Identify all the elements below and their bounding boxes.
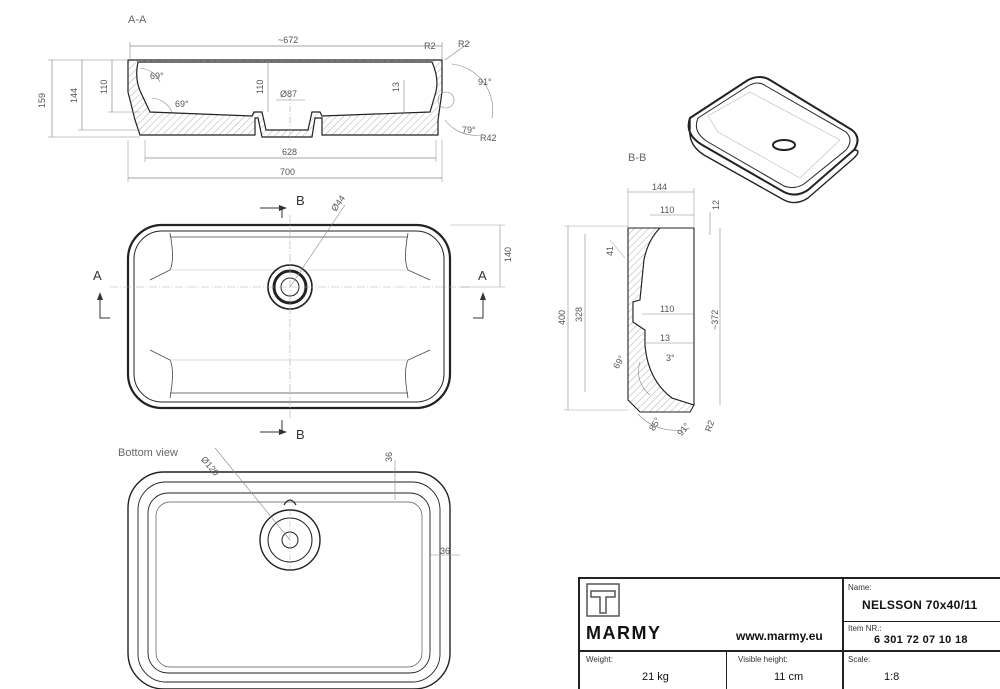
dim-bb-w144: 144: [652, 182, 668, 192]
dim-aa-h-mid: 144: [69, 87, 79, 103]
top-view: [97, 204, 505, 435]
bottom-view: [127, 447, 460, 689]
dim-bottom-d36a: 36: [384, 451, 394, 462]
dim-aa-r-top-2: R2: [458, 39, 470, 49]
dim-aa-r-top-1: R2: [424, 41, 436, 51]
dim-top-h140: 140: [503, 246, 513, 262]
section-mark-a-left: A: [93, 268, 102, 283]
dim-bb-a3: 3°: [666, 353, 675, 363]
section-mark-b-bottom: B: [296, 427, 305, 442]
visible-height-label: Visible height:: [738, 655, 788, 664]
dim-aa-top-width: ~672: [278, 35, 299, 45]
section-mark-a-right: A: [478, 268, 487, 283]
scale-label: Scale:: [848, 655, 871, 664]
dim-aa-angle-mid: 69°: [175, 99, 189, 109]
dim-bb-d13: 13: [660, 333, 671, 343]
visible-height-value: 11 cm: [774, 671, 804, 683]
website-link[interactable]: www.marmy.eu: [736, 629, 823, 643]
marmy-logo-icon: [586, 583, 620, 617]
dim-bottom-d36b: 36: [440, 546, 451, 556]
title-block: MARMY www.marmy.eu Name: NELSSON 70x40/1…: [578, 577, 1000, 689]
name-label: Name:: [848, 583, 872, 592]
dim-bb-d41: 41: [605, 245, 615, 256]
dim-aa-angle-top: 69°: [150, 71, 164, 81]
weight-label: Weight:: [586, 655, 613, 664]
dim-aa-depth13: 13: [391, 81, 401, 92]
dim-bb-h400: 400: [557, 309, 567, 325]
section-aa-title: A-A: [128, 14, 147, 26]
dim-aa-inner-width: 628: [282, 147, 298, 157]
dim-aa-drain-dia: Ø87: [280, 89, 298, 99]
dim-bb-w110b: 110: [660, 304, 675, 314]
brand-name: MARMY: [586, 623, 662, 643]
item-label: Item NR.:: [848, 624, 882, 633]
item-value: 6 301 72 07 10 18: [874, 634, 968, 646]
dim-aa-angle-right2: 79°: [462, 125, 476, 135]
bottom-view-title: Bottom view: [118, 447, 178, 459]
dim-bb-w110: 110: [660, 205, 675, 215]
dim-bb-h328: 328: [574, 306, 584, 322]
dim-aa-r-right: R42: [480, 133, 497, 143]
name-value: NELSSON 70x40/11: [862, 598, 978, 612]
section-bb-title: B-B: [628, 152, 647, 164]
dim-aa-h-total: 159: [37, 92, 47, 108]
dim-aa-h-inner: 110: [99, 79, 109, 94]
weight-value: 21 kg: [642, 671, 669, 683]
dim-aa-overall-width: 700: [280, 167, 296, 177]
section-aa-view: [48, 41, 493, 182]
dim-bb-t12: 12: [711, 199, 721, 210]
section-mark-b-top: B: [296, 193, 305, 208]
section-bb-view: [564, 188, 721, 431]
isometric-view: [687, 76, 859, 204]
dim-aa-h-inner2: 110: [255, 79, 265, 94]
scale-value: 1:8: [884, 671, 900, 683]
dim-bb-h372: ~372: [710, 309, 720, 330]
dim-aa-angle-right: 91°: [478, 77, 492, 87]
